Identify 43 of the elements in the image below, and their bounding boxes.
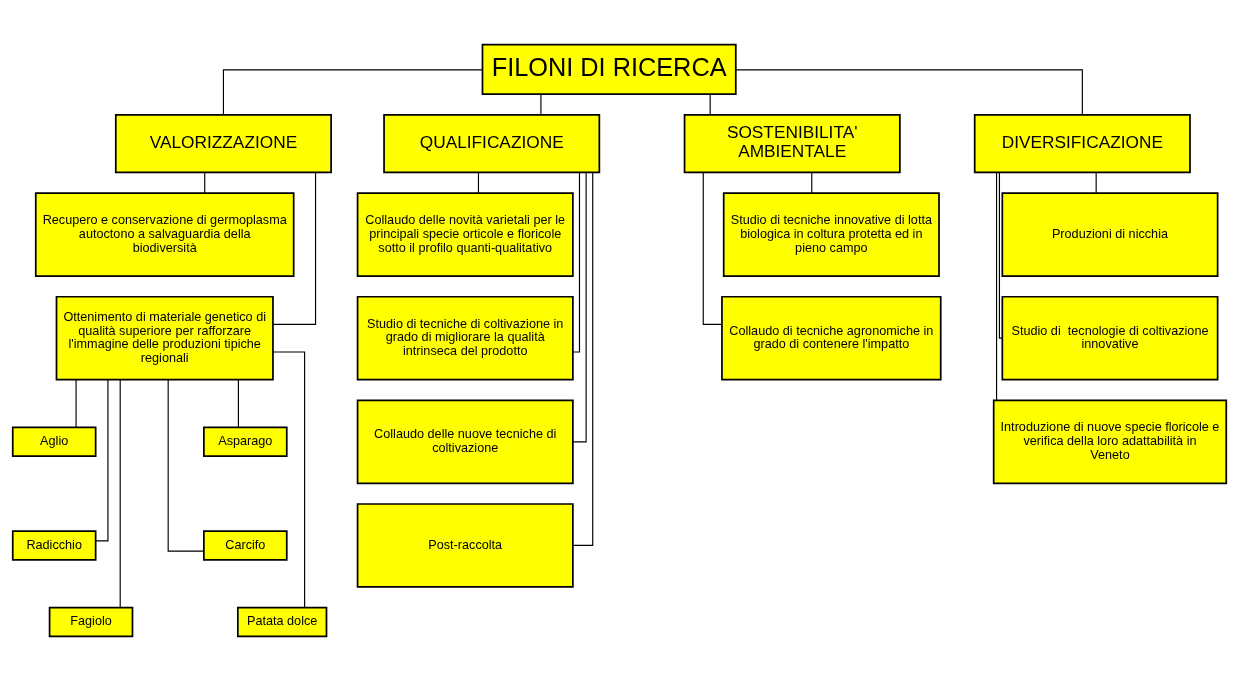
- node-box: Produzioni di nicchia: [1001, 192, 1219, 277]
- node-box: Fagiolo: [48, 606, 134, 638]
- node-box: Studio di tecniche di coltivazione in grado di migliorare la qualità intrinseca del prodotto: [356, 295, 574, 381]
- node-box: Collaudo delle novità varietali per le principali specie orticole e floricole sotto il profilo quanti-qualitativo: [356, 192, 574, 277]
- connector: [998, 172, 1003, 339]
- node-box: Recupero e conservazione di germoplasma autoctono a salvaguardia della biodiversità: [34, 192, 295, 277]
- connector: [735, 69, 1083, 116]
- connector: [95, 379, 109, 542]
- connector: [702, 172, 723, 325]
- connector: [222, 69, 483, 116]
- node-box: Studio di tecniche innovative di lotta biologica in coltura protetta ed in pieno campo: [722, 192, 940, 277]
- node-box: Asparago: [203, 426, 288, 458]
- connector: [272, 351, 306, 609]
- node-box: VALORIZZAZIONE: [114, 113, 332, 174]
- connector: [167, 379, 205, 552]
- node-box: Post-raccolta: [356, 503, 574, 588]
- connector: [1095, 172, 1097, 194]
- connector: [477, 172, 480, 194]
- node-box: Introduzione di nuove specie floricole e verifica della loro adattabilità in Veneto: [992, 399, 1228, 485]
- connector: [709, 93, 711, 115]
- node-box: Patata dolce: [236, 606, 328, 638]
- node-box: Ottenimento di materiale genetico di qualità superiore per rafforzare l'immagine delle produzioni tipiche regionali: [55, 295, 274, 381]
- connector: [540, 93, 542, 115]
- node-box: DIVERSIFICAZIONE: [973, 113, 1191, 174]
- connector: [996, 172, 998, 401]
- node-box: Collaudo di tecniche agronomiche in grado di contenere l'impatto: [721, 295, 942, 381]
- connector: [811, 172, 813, 194]
- connector: [204, 172, 206, 194]
- node-box: FILONI DI RICERCA: [481, 43, 737, 95]
- node-box: SOSTENIBILITA' AMBIENTALE: [683, 113, 901, 174]
- node-box: Collaudo delle nuove tecniche di coltivazione: [356, 399, 574, 485]
- node-box: Aglio: [11, 426, 97, 458]
- node-box: QUALIFICAZIONE: [383, 113, 601, 174]
- connector: [119, 379, 121, 608]
- connector: [572, 171, 594, 546]
- connector: [572, 172, 581, 353]
- connector: [75, 379, 77, 428]
- node-box: Radicchio: [11, 530, 97, 561]
- node-box: Studio di tecnologie di coltivazione innovative: [1001, 295, 1219, 381]
- connector: [572, 172, 587, 443]
- connector: [272, 172, 317, 325]
- connector: [237, 379, 239, 428]
- node-box: Carcifo: [203, 530, 288, 561]
